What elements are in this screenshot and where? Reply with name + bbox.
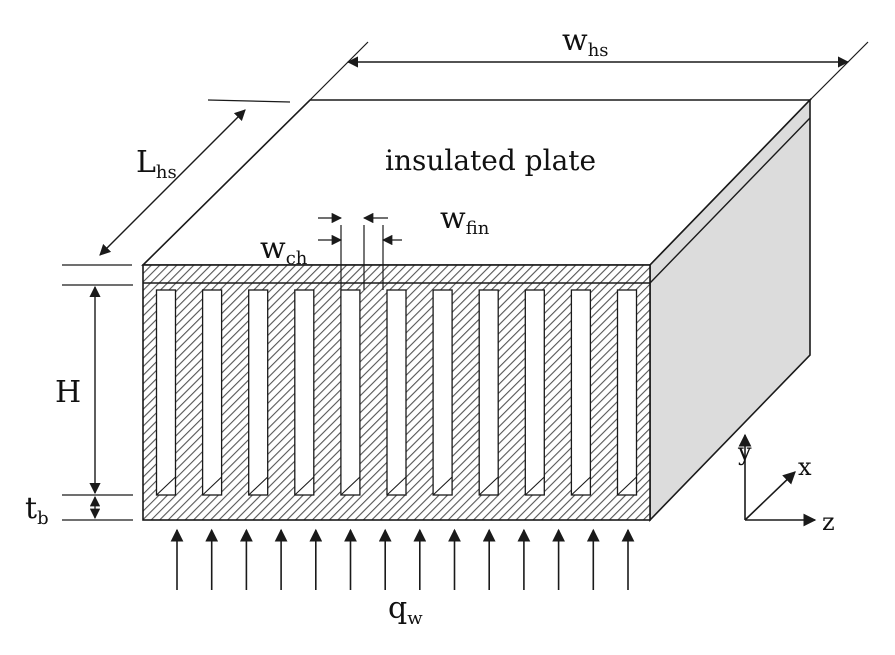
fin-channels [155, 289, 638, 496]
channel-depth-line [432, 476, 453, 496]
length-dimension-arrow [99, 109, 246, 256]
insulated-plate-label: insulated plate [385, 144, 596, 177]
fin-channel [478, 289, 499, 496]
fin-channel [201, 289, 223, 496]
base-thickness-label: tb [25, 491, 49, 529]
channel-width-label: wch [260, 231, 308, 269]
z-axis-label: z [822, 508, 835, 536]
fin-channel [386, 289, 407, 496]
length-extension-top [207, 99, 291, 103]
fin-width-label: wfin [440, 201, 490, 239]
fin-channel [294, 289, 315, 496]
width-extension-right [809, 41, 869, 101]
side-plate-edge [649, 117, 811, 284]
x-axis-label: x [798, 453, 812, 481]
width-label: whs [562, 23, 609, 61]
fin-channel [524, 289, 545, 496]
length-label: Lhs [136, 145, 177, 183]
x-axis-arrow [744, 471, 796, 521]
fin-channel [570, 289, 592, 496]
channel-depth-line [524, 476, 545, 496]
channel-depth-line [617, 476, 637, 496]
fin-channel [155, 289, 177, 496]
channel-depth-line [156, 476, 176, 496]
channel-depth-line [478, 476, 499, 496]
heat-flux-label: qw [388, 591, 423, 629]
channel-depth-line [386, 476, 407, 496]
heat-flux-arrows [170, 528, 635, 590]
fin-channel [616, 289, 638, 496]
channel-depth-line [202, 476, 222, 496]
channel-depth-line [294, 476, 315, 496]
channel-depth-line [248, 476, 269, 496]
width-extension-left [309, 41, 369, 101]
fin-channel [248, 289, 269, 496]
fin-channel [340, 289, 361, 496]
channel-depth-line [340, 476, 361, 496]
fin-channel [432, 289, 453, 496]
height-label: H [55, 375, 81, 410]
y-axis-label: y [737, 438, 752, 466]
channel-depth-line [571, 476, 591, 496]
